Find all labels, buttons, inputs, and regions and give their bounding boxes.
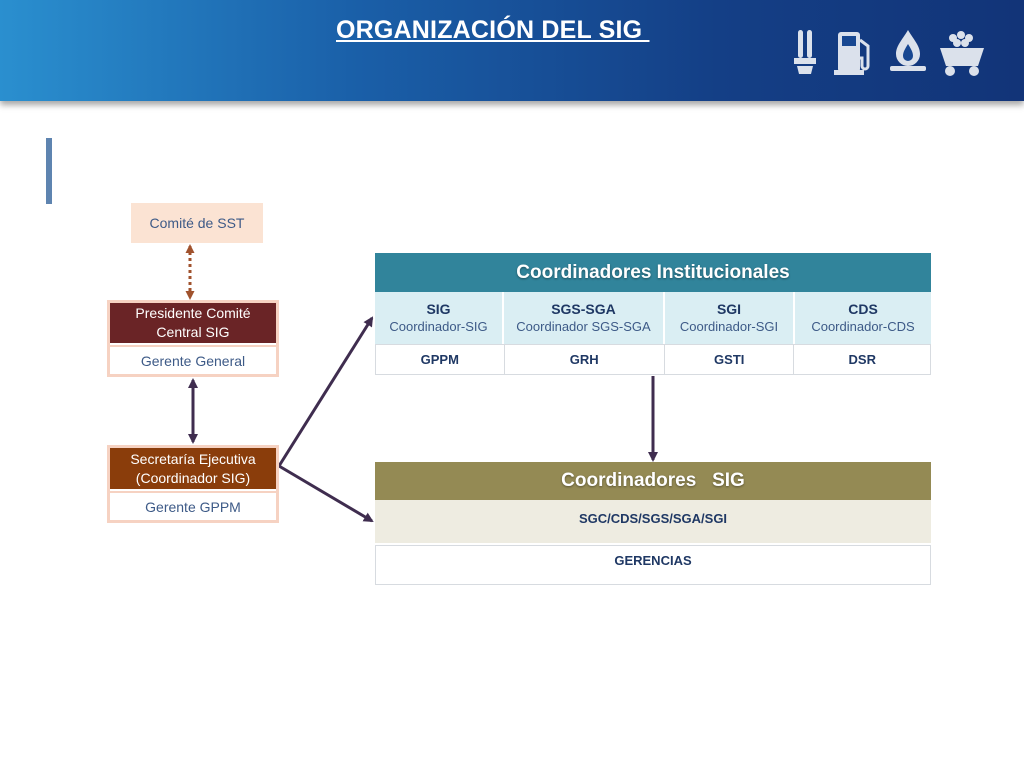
arrow-to-institucionales <box>277 316 374 467</box>
area-cell-grh: GRH <box>505 345 665 374</box>
coord-cell-sgi: SGI Coordinador-SGI <box>665 292 795 344</box>
coord-sub: Coordinador-SGI <box>679 319 779 334</box>
coord-key: SGS-SGA <box>551 301 616 317</box>
secretaria-box: Secretaría Ejecutiva (Coordinador SIG) G… <box>107 445 279 523</box>
gas-flame-icon <box>890 30 926 71</box>
presidente-line1: Presidente Comité <box>135 305 251 321</box>
presidente-title: Presidente Comité Central SIG <box>110 303 276 343</box>
comite-sst-box: Comité de SST <box>131 203 263 243</box>
institucionales-coordinator-row: SIG Coordinador-SIG SGS-SGA Coordinador … <box>375 292 931 344</box>
coord-key: CDS <box>848 301 878 317</box>
coord-cell-sig: SIG Coordinador-SIG <box>375 292 504 344</box>
presidente-line2: Central SIG <box>156 324 230 340</box>
coord-key: SIG <box>426 301 451 317</box>
presidente-sub: Gerente General <box>110 345 276 376</box>
sig-gerencias-row: GERENCIAS <box>375 545 931 585</box>
header-banner: ORGANIZACIÓN DEL SIG <box>0 0 1024 101</box>
sig-systems-row: SGC/CDS/SGS/SGA/SGI <box>375 500 931 543</box>
area-cell-dsr: DSR <box>848 352 876 367</box>
mine-cart-icon <box>940 31 984 76</box>
fuel-pump-icon <box>834 32 870 75</box>
coord-cell-cds: CDS Coordinador-CDS <box>795 292 931 344</box>
secretaria-line1: Secretaría Ejecutiva <box>130 451 256 467</box>
area-cell-gppm: GPPM <box>376 345 505 374</box>
accent-bar <box>46 138 52 204</box>
presidente-box: Presidente Comité Central SIG Gerente Ge… <box>107 300 279 377</box>
area-cell-gsti: GSTI <box>665 345 795 374</box>
light-bulb-icon <box>794 30 816 74</box>
coord-cell-sgs-sga: SGS-SGA Coordinador SGS-SGA <box>504 292 665 344</box>
sig-header: Coordinadores SIG <box>375 462 931 500</box>
coord-key: SGI <box>716 301 742 317</box>
secretaria-line2: (Coordinador SIG) <box>135 470 251 486</box>
industry-icons <box>794 30 984 76</box>
secretaria-sub: Gerente GPPM <box>110 491 276 522</box>
page-title: ORGANIZACIÓN DEL SIG <box>336 16 650 44</box>
coord-sub: Coordinador-SIG <box>389 319 488 334</box>
institucionales-header: Coordinadores Institucionales <box>375 253 931 292</box>
coord-sub: Coordinador-CDS <box>811 319 915 334</box>
coord-sub: Coordinador SGS-SGA <box>516 319 651 334</box>
arrow-to-sig <box>278 464 374 523</box>
secretaria-title: Secretaría Ejecutiva (Coordinador SIG) <box>110 448 276 489</box>
institucionales-area-row: GPPM GRH GSTI DSR <box>375 344 931 375</box>
